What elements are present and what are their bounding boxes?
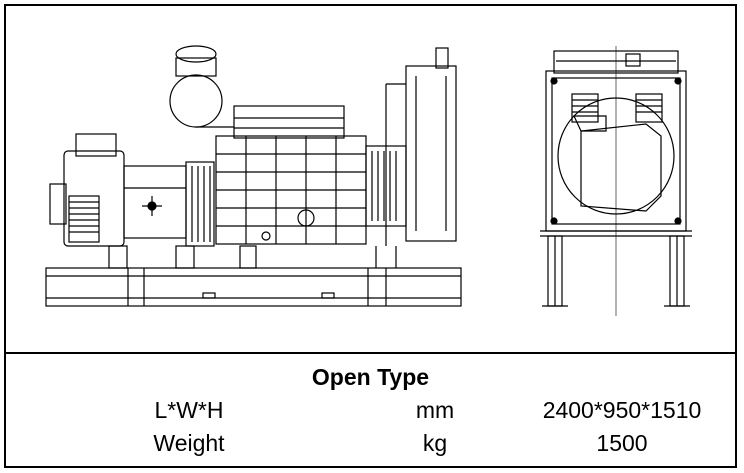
section-divider [6, 352, 735, 354]
spec-row-dimensions: L*W*H mm 2400*950*1510 [6, 394, 735, 426]
spec-unit: kg [422, 430, 448, 456]
spec-label: Weight [153, 430, 225, 456]
side-view-drawing [45, 45, 462, 307]
generator-drawings [6, 6, 735, 352]
generator-line-drawing [45, 45, 692, 316]
front-view-drawing [540, 46, 692, 316]
spec-value: 1500 [596, 430, 648, 456]
spec-unit: mm [415, 397, 455, 423]
spec-title: Open Type [311, 364, 430, 390]
spec-row-weight: Weight kg 1500 [6, 427, 735, 459]
spec-label: L*W*H [154, 397, 224, 423]
spec-value: 2400*950*1510 [542, 397, 702, 423]
spec-sheet-frame: Open Type L*W*H mm 2400*950*1510 Weight … [4, 4, 737, 468]
